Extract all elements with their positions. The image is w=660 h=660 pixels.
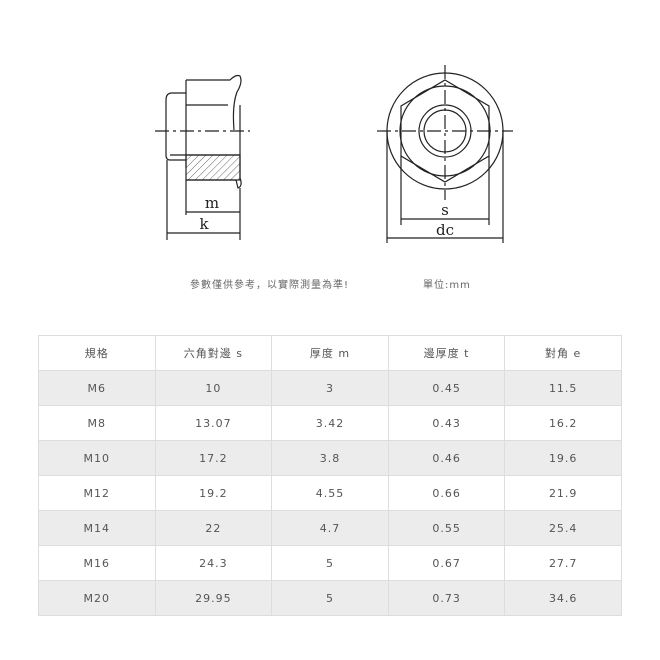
table-cell: M20 <box>38 580 156 616</box>
table-cell: 5 <box>271 580 389 616</box>
table-cell: 0.66 <box>387 475 506 511</box>
side-view <box>155 74 250 240</box>
table-cell: M14 <box>38 510 156 546</box>
table-cell: 0.46 <box>387 440 506 476</box>
table-cell: 24.3 <box>154 545 273 581</box>
table-cell: 16.2 <box>504 405 622 441</box>
label-k: k <box>199 215 209 233</box>
table-cell: 29.95 <box>154 580 273 616</box>
table-cell: 0.55 <box>387 510 506 546</box>
column-header: 厚度 m <box>271 335 389 371</box>
table-cell: 3.42 <box>271 405 389 441</box>
column-header: 邊厚度 t <box>387 335 506 371</box>
table-cell: 22 <box>154 510 273 546</box>
table-cell: 11.5 <box>504 370 622 406</box>
table-cell: M6 <box>38 370 156 406</box>
label-s: s <box>441 201 449 219</box>
table-cell: 4.55 <box>271 475 389 511</box>
table-cell: M8 <box>38 405 156 441</box>
column-header: 六角對邊 s <box>154 335 273 371</box>
table-cell: 27.7 <box>504 545 622 581</box>
table-cell: 21.9 <box>504 475 622 511</box>
column-header: 規格 <box>38 335 156 371</box>
table-cell: 0.43 <box>387 405 506 441</box>
unit-note: 單位:mm <box>423 280 471 291</box>
label-m: m <box>205 194 219 212</box>
table-cell: 3.8 <box>271 440 389 476</box>
table-cell: 0.45 <box>387 370 506 406</box>
table-cell: 10 <box>154 370 273 406</box>
table-cell: 3 <box>271 370 389 406</box>
table-cell: 17.2 <box>154 440 273 476</box>
reference-note: 參數僅供參考，以實際測量為準! <box>190 280 350 291</box>
table-cell: 25.4 <box>504 510 622 546</box>
table-cell: 4.7 <box>271 510 389 546</box>
table-cell: 19.2 <box>154 475 273 511</box>
table-cell: 19.6 <box>504 440 622 476</box>
table-cell: 5 <box>271 545 389 581</box>
table-cell: M12 <box>38 475 156 511</box>
table-cell: 0.67 <box>387 545 506 581</box>
table-cell: 34.6 <box>504 580 622 616</box>
top-view <box>377 65 513 243</box>
table-cell: M16 <box>38 545 156 581</box>
flange-nut-diagram: m k s dc <box>155 65 513 243</box>
table-cell: M10 <box>38 440 156 476</box>
table-cell: 0.73 <box>387 580 506 616</box>
column-header: 對角 e <box>504 335 622 371</box>
table-cell: 13.07 <box>154 405 273 441</box>
label-dc: dc <box>436 221 454 239</box>
